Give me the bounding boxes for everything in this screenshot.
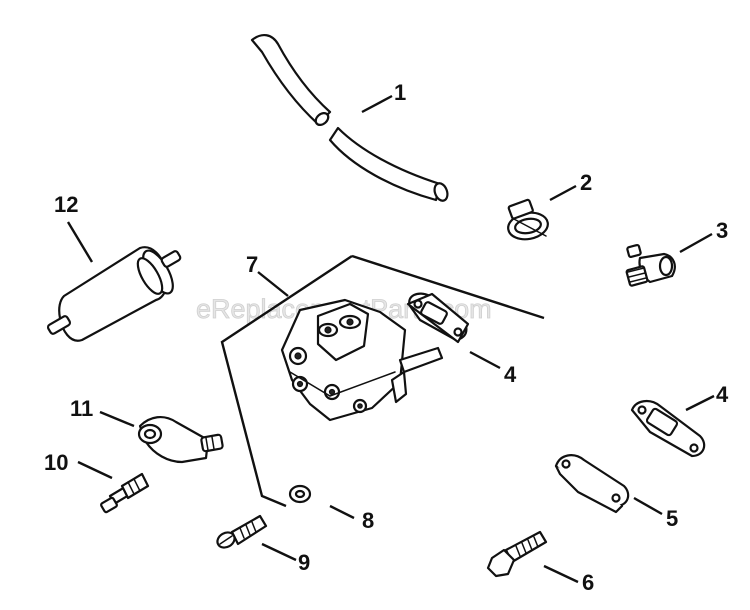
- hose-clamp-part[interactable]: [506, 198, 550, 242]
- callout-9: 9: [298, 550, 310, 575]
- gasket-upper-part[interactable]: [406, 292, 470, 344]
- callout-4b: 4: [716, 382, 729, 407]
- callout-1: 1: [394, 80, 406, 105]
- callout-8: 8: [362, 508, 374, 533]
- hex-bolt-part[interactable]: [486, 530, 548, 578]
- leader-2: [549, 184, 577, 202]
- washer-part[interactable]: [288, 484, 312, 504]
- fuel-filter-part[interactable]: [46, 246, 182, 342]
- callout-3: 3: [716, 218, 728, 243]
- callout-6: 6: [582, 570, 594, 595]
- fuel-pump-part[interactable]: [280, 298, 444, 422]
- callout-11: 11: [70, 396, 93, 421]
- elbow-fitting-part[interactable]: [625, 243, 676, 287]
- callout-5: 5: [666, 506, 678, 531]
- callout-2: 2: [580, 170, 592, 195]
- leader-3: [679, 232, 713, 254]
- leader-9: [261, 542, 297, 562]
- leader-8: [329, 504, 355, 520]
- elbow-hose-fitting-part[interactable]: [137, 416, 224, 464]
- block-off-plate-part[interactable]: [554, 454, 630, 514]
- leader-4a: [469, 350, 501, 370]
- leader-4b: [685, 394, 715, 412]
- callout-12: 12: [54, 192, 78, 217]
- leader-10: [77, 460, 113, 480]
- screw-part[interactable]: [215, 514, 268, 551]
- leader-1: [361, 94, 393, 114]
- gasket-lower-part[interactable]: [630, 400, 706, 458]
- fitting-adapter-part[interactable]: [100, 472, 150, 514]
- leader-11: [99, 410, 135, 428]
- pump-bracket-leader: [220, 254, 353, 508]
- leader-7: [257, 271, 289, 297]
- callout-4a: 4: [504, 362, 517, 387]
- leader-5: [633, 496, 663, 516]
- pump-bracket-leader-right: [351, 254, 545, 320]
- fuel-hose-part[interactable]: [250, 34, 450, 202]
- callout-10: 10: [44, 450, 68, 475]
- leader-6: [543, 564, 579, 584]
- leader-12: [66, 221, 94, 263]
- callout-7: 7: [246, 252, 258, 277]
